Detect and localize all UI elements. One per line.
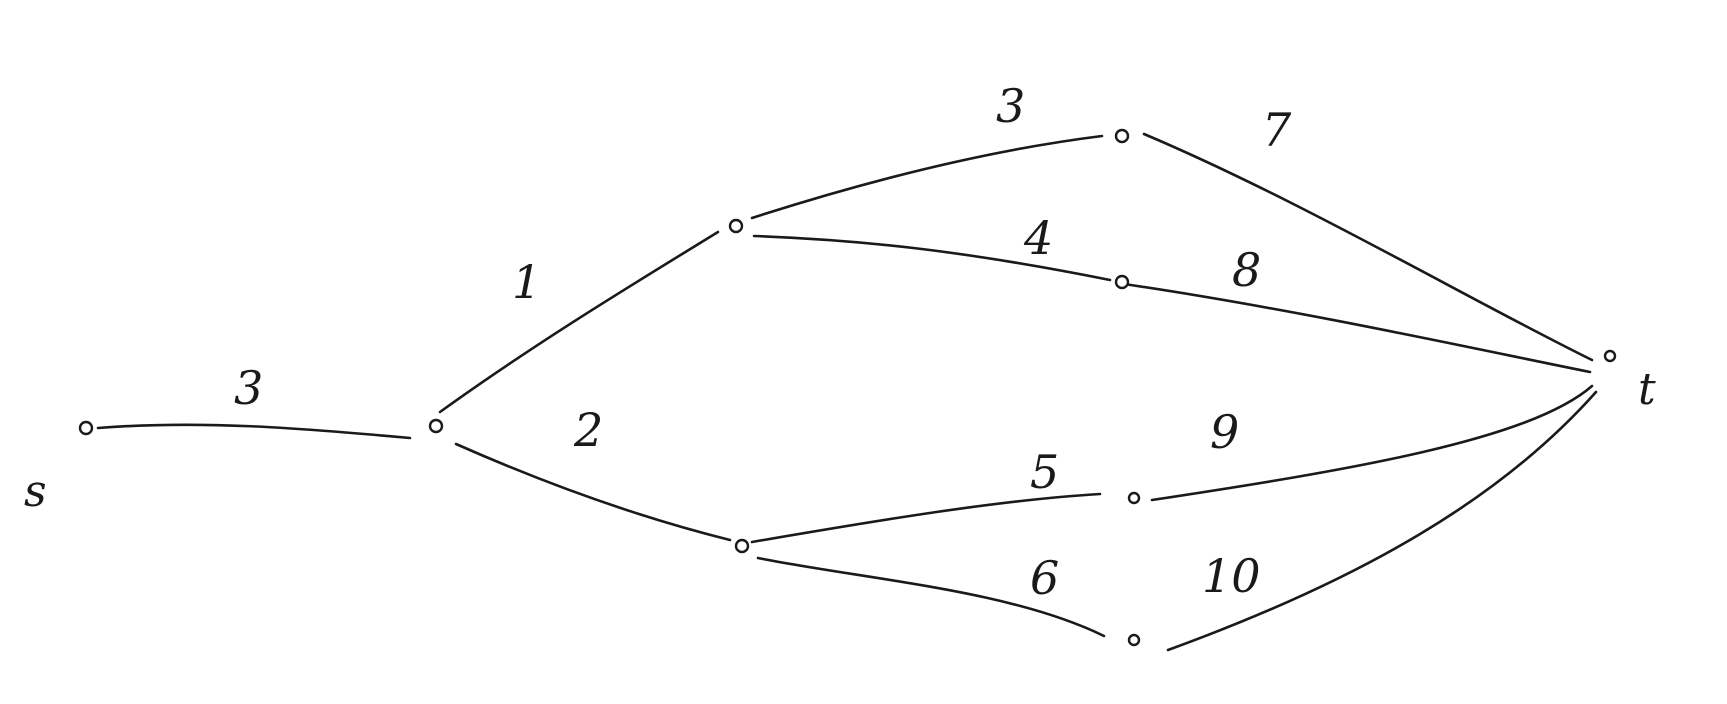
node-e bbox=[1114, 274, 1130, 290]
edge-b-d bbox=[750, 134, 1104, 220]
edge-label-f-t: 9 bbox=[1210, 405, 1239, 459]
edge-g-t bbox=[1166, 390, 1598, 652]
edge-label-c-f: 5 bbox=[1030, 445, 1059, 499]
edge-label-c-g: 6 bbox=[1030, 551, 1059, 605]
edge-label-g-t: 10 bbox=[1202, 549, 1261, 603]
edge-e-t bbox=[1122, 282, 1592, 374]
edge-f-t bbox=[1150, 384, 1594, 502]
edge-c-g bbox=[756, 556, 1106, 638]
node-label-t: t bbox=[1638, 364, 1656, 415]
node-a bbox=[428, 418, 444, 434]
node-b bbox=[728, 218, 744, 234]
node-t bbox=[1603, 349, 1617, 363]
edge-label-d-t: 7 bbox=[1262, 103, 1292, 157]
edge-a-b bbox=[438, 230, 720, 414]
edge-label-b-d: 3 bbox=[996, 79, 1025, 133]
edge-label-s-a: 3 bbox=[234, 361, 263, 415]
edge-label-b-e: 4 bbox=[1023, 211, 1053, 265]
node-d bbox=[1114, 128, 1130, 144]
edge-c-f bbox=[750, 492, 1102, 544]
edge-s-a bbox=[96, 423, 412, 440]
node-g bbox=[1127, 633, 1141, 647]
edge-b-e bbox=[752, 234, 1112, 282]
node-s bbox=[78, 420, 94, 436]
edge-label-a-b: 1 bbox=[512, 255, 541, 309]
edge-label-a-c: 2 bbox=[573, 403, 603, 457]
edge-d-t bbox=[1142, 132, 1594, 362]
edge-a-c bbox=[454, 442, 732, 542]
node-f bbox=[1127, 491, 1141, 505]
node-label-s: s bbox=[24, 466, 47, 517]
edge-label-e-t: 8 bbox=[1232, 243, 1261, 297]
node-c bbox=[734, 538, 750, 554]
